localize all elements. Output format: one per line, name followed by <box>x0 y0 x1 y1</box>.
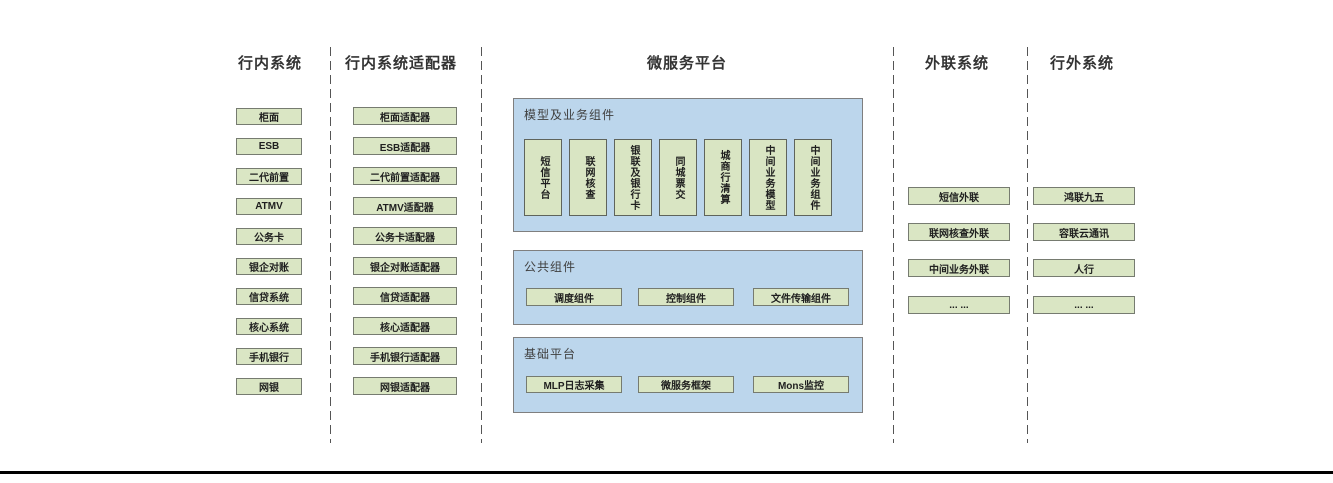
column-divider-1 <box>330 47 331 443</box>
adapter-box: 信贷适配器 <box>353 287 457 305</box>
bottom-rule <box>0 471 1333 474</box>
column-divider-4 <box>1027 47 1028 443</box>
panel-base-platform: 基础平台 MLP日志采集 微服务框架 Mons监控 <box>513 337 863 413</box>
outreach-system-box: 联网核查外联 <box>908 223 1010 241</box>
column-divider-3 <box>893 47 894 443</box>
adapter-box: ATMV适配器 <box>353 197 457 215</box>
internal-system-box: 柜面 <box>236 108 302 125</box>
column-header-internal-adapters: 行内系统适配器 <box>344 55 457 72</box>
adapter-box: 核心适配器 <box>353 317 457 335</box>
adapter-box: 二代前置适配器 <box>353 167 457 185</box>
outreach-system-box: 中间业务外联 <box>908 259 1010 277</box>
outreach-system-box: ... ... <box>908 296 1010 314</box>
model-component-box: 中间业务组件 <box>794 139 832 216</box>
base-platform-box: 微服务框架 <box>638 376 734 393</box>
adapter-box: ESB适配器 <box>353 137 457 155</box>
internal-system-box: 银企对账 <box>236 258 302 275</box>
common-component-box: 控制组件 <box>638 288 734 306</box>
adapter-box: 公务卡适配器 <box>353 227 457 245</box>
model-component-box: 联网核查 <box>569 139 607 216</box>
model-component-box: 短信平台 <box>524 139 562 216</box>
panel-model-business-components: 模型及业务组件 短信平台 联网核查 银联及银行卡 同城票交 城商行清算 中间业务… <box>513 98 863 232</box>
column-divider-2 <box>481 47 482 443</box>
panel-label: 模型及业务组件 <box>524 108 616 122</box>
outreach-system-box: 短信外联 <box>908 187 1010 205</box>
model-component-box: 中间业务模型 <box>749 139 787 216</box>
external-system-box: ... ... <box>1033 296 1135 314</box>
internal-system-box: 核心系统 <box>236 318 302 335</box>
model-component-box: 银联及银行卡 <box>614 139 652 216</box>
internal-system-box: 信贷系统 <box>236 288 302 305</box>
external-system-box: 鸿联九五 <box>1033 187 1135 205</box>
panel-label: 公共组件 <box>524 260 577 274</box>
external-system-box: 容联云通讯 <box>1033 223 1135 241</box>
adapter-box: 网银适配器 <box>353 377 457 395</box>
model-component-box: 同城票交 <box>659 139 697 216</box>
column-header-microservice-platform: 微服务平台 <box>646 55 727 72</box>
panel-common-components: 公共组件 调度组件 控制组件 文件传输组件 <box>513 250 863 325</box>
common-component-box: 文件传输组件 <box>753 288 849 306</box>
column-header-internal-systems: 行内系统 <box>237 55 302 72</box>
adapter-box: 手机银行适配器 <box>353 347 457 365</box>
common-component-box: 调度组件 <box>526 288 622 306</box>
base-platform-box: Mons监控 <box>753 376 849 393</box>
adapter-box: 柜面适配器 <box>353 107 457 125</box>
internal-system-box: 二代前置 <box>236 168 302 185</box>
internal-system-box: 网银 <box>236 378 302 395</box>
panel-label: 基础平台 <box>524 347 577 361</box>
internal-system-box: 公务卡 <box>236 228 302 245</box>
column-header-external-systems: 行外系统 <box>1049 55 1114 72</box>
model-component-box: 城商行清算 <box>704 139 742 216</box>
internal-system-box: ATMV <box>236 198 302 215</box>
internal-system-box: 手机银行 <box>236 348 302 365</box>
base-platform-box: MLP日志采集 <box>526 376 622 393</box>
internal-system-box: ESB <box>236 138 302 155</box>
column-header-outreach-systems: 外联系统 <box>924 55 989 72</box>
external-system-box: 人行 <box>1033 259 1135 277</box>
adapter-box: 银企对账适配器 <box>353 257 457 275</box>
